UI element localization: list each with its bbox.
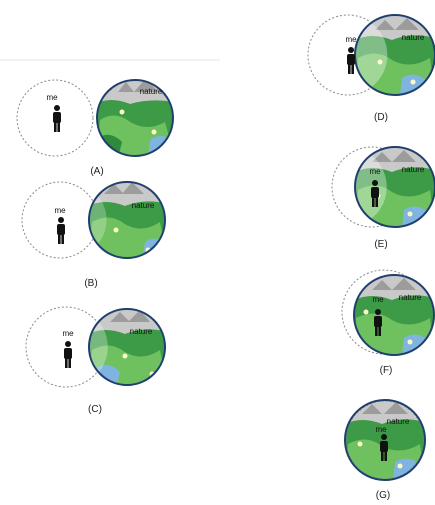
panel-caption: (B) bbox=[84, 278, 97, 289]
panel-f bbox=[341, 269, 435, 356]
nature-outline bbox=[344, 399, 426, 481]
me-label: me bbox=[345, 35, 357, 44]
panel-caption: (E) bbox=[374, 239, 387, 250]
person-icon bbox=[64, 341, 72, 368]
panel-caption: (D) bbox=[374, 112, 388, 123]
me-dashed-circle bbox=[16, 79, 94, 157]
nature-globe bbox=[97, 80, 173, 156]
nature-globe bbox=[355, 147, 435, 227]
me-label: me bbox=[46, 93, 58, 102]
panel-b bbox=[21, 181, 166, 259]
nature-outline bbox=[354, 14, 435, 96]
panel-d bbox=[307, 14, 435, 96]
nature-outline bbox=[88, 181, 166, 259]
person-icon bbox=[57, 217, 65, 244]
nature-outline bbox=[96, 79, 174, 157]
person-icon bbox=[380, 434, 388, 461]
panel-caption: (A) bbox=[90, 166, 103, 177]
me-label: me bbox=[62, 329, 74, 338]
nature-label: nature bbox=[399, 293, 422, 302]
nature-label: nature bbox=[402, 165, 425, 174]
person-icon bbox=[371, 180, 379, 207]
nature-label: nature bbox=[402, 33, 425, 42]
panel-caption: (F) bbox=[380, 365, 393, 376]
nature-outline bbox=[88, 308, 166, 386]
person-icon bbox=[347, 47, 355, 74]
me-label: me bbox=[369, 167, 381, 176]
nature-label: nature bbox=[387, 417, 410, 426]
panel-c bbox=[25, 306, 166, 388]
nature-outline bbox=[354, 146, 435, 228]
panel-g bbox=[344, 399, 426, 481]
panel-caption: (C) bbox=[88, 404, 102, 415]
nature-label: nature bbox=[132, 201, 155, 210]
me-label: me bbox=[372, 295, 384, 304]
panel-caption: (G) bbox=[376, 490, 390, 501]
overlap-region bbox=[89, 196, 107, 244]
person-icon bbox=[374, 309, 382, 336]
nature-label: nature bbox=[130, 327, 153, 336]
panel-e bbox=[331, 146, 435, 228]
overlap-region bbox=[352, 22, 388, 88]
nature-label: nature bbox=[140, 87, 163, 96]
person-icon bbox=[53, 105, 61, 132]
me-label: me bbox=[375, 425, 387, 434]
overlap-region bbox=[89, 322, 108, 372]
nature-outline bbox=[353, 274, 435, 356]
me-label: me bbox=[54, 206, 66, 215]
